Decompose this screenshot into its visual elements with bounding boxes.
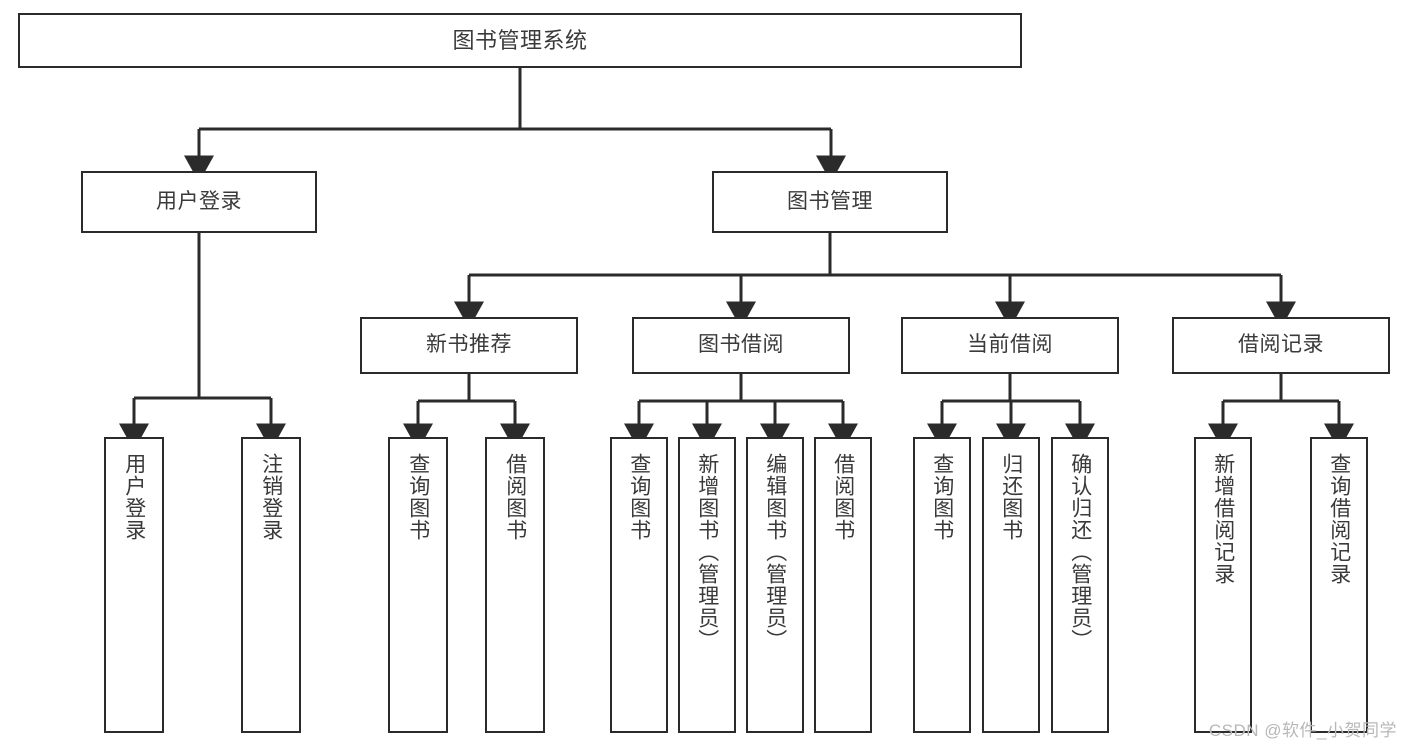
leaf-add-book[interactable]: 新增图书（管理员）	[678, 437, 736, 733]
leaf-confirm-return[interactable]: 确认归还（管理员）	[1051, 437, 1109, 733]
node-new-book-rec[interactable]: 新书推荐	[360, 317, 578, 374]
leaf-query-record[interactable]: 查询借阅记录	[1310, 437, 1368, 733]
node-borrow-record-label: 借阅记录	[1238, 333, 1324, 357]
node-new-book-rec-label: 新书推荐	[426, 333, 512, 357]
leaf-borrow-book-2-label: 借阅图书	[831, 453, 855, 541]
leaf-confirm-return-label: 确认归还（管理员）	[1068, 453, 1092, 651]
leaf-borrow-book-2[interactable]: 借阅图书	[814, 437, 872, 733]
leaf-logout[interactable]: 注销登录	[241, 437, 301, 733]
leaf-query-book-1-label: 查询图书	[406, 453, 430, 541]
leaf-return-book[interactable]: 归还图书	[982, 437, 1040, 733]
leaf-add-record[interactable]: 新增借阅记录	[1194, 437, 1252, 733]
watermark: CSDN @软件_小贺同学	[1208, 721, 1397, 740]
leaf-borrow-book-1[interactable]: 借阅图书	[485, 437, 545, 733]
leaf-query-book-3[interactable]: 查询图书	[913, 437, 971, 733]
leaf-add-book-label: 新增图书（管理员）	[695, 453, 719, 651]
leaf-add-record-label: 新增借阅记录	[1211, 453, 1235, 585]
node-user-login-label: 用户登录	[156, 189, 242, 213]
leaf-logout-label: 注销登录	[259, 453, 283, 541]
node-book-manage-label: 图书管理	[787, 189, 873, 213]
node-borrow-record[interactable]: 借阅记录	[1172, 317, 1390, 374]
leaf-query-book-1[interactable]: 查询图书	[388, 437, 448, 733]
node-book-borrow[interactable]: 图书借阅	[632, 317, 850, 374]
leaf-borrow-book-1-label: 借阅图书	[503, 453, 527, 541]
node-book-manage[interactable]: 图书管理	[712, 171, 948, 233]
leaf-user-login-label: 用户登录	[122, 453, 146, 541]
leaf-edit-book-label: 编辑图书（管理员）	[763, 453, 787, 651]
leaf-query-book-2-label: 查询图书	[627, 453, 651, 541]
leaf-user-login[interactable]: 用户登录	[104, 437, 164, 733]
node-root[interactable]: 图书管理系统	[18, 13, 1022, 68]
node-book-borrow-label: 图书借阅	[698, 333, 784, 357]
leaf-query-book-3-label: 查询图书	[930, 453, 954, 541]
node-current-borrow[interactable]: 当前借阅	[901, 317, 1119, 374]
leaf-edit-book[interactable]: 编辑图书（管理员）	[746, 437, 804, 733]
leaf-query-book-2[interactable]: 查询图书	[610, 437, 668, 733]
node-user-login[interactable]: 用户登录	[81, 171, 317, 233]
node-root-label: 图书管理系统	[452, 27, 588, 53]
leaf-query-record-label: 查询借阅记录	[1327, 453, 1351, 585]
leaf-return-book-label: 归还图书	[999, 453, 1023, 541]
node-current-borrow-label: 当前借阅	[967, 333, 1053, 357]
